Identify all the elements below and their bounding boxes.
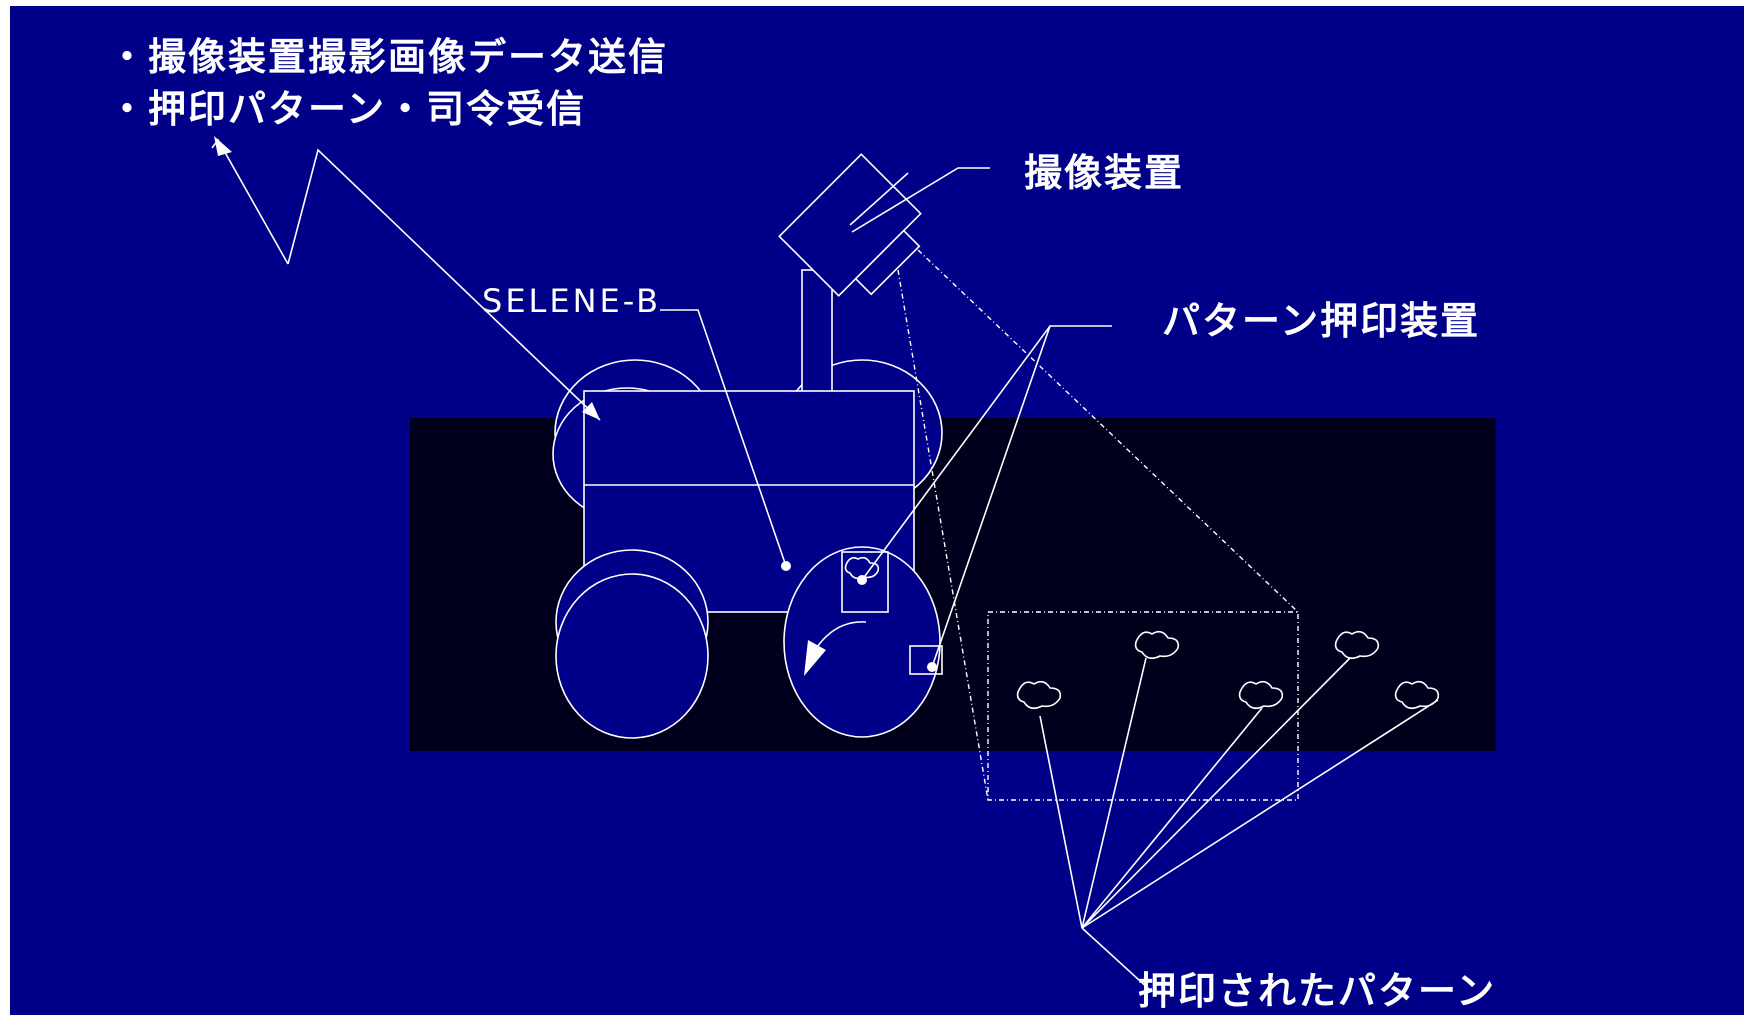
comm-label-line2: ・押印パターン・司令受信 [108,87,586,131]
comm-zigzag [287,148,601,421]
comm-arrow-head [214,136,232,156]
stamper-leader-2 [931,325,1051,668]
stamped-leader-2 [1081,657,1147,929]
stamp-glyph-on-wheel [844,556,880,580]
rotation-arrow-curve [814,621,867,651]
rover [552,153,943,739]
camera-divider [849,172,909,226]
camera-label: 撮像装置 [1024,151,1184,195]
rover-leader [660,309,787,567]
stamped-leader-4 [1081,657,1351,929]
comm-label-line1: ・撮像装置撮影画像データ送信 [108,35,668,79]
stamped-leader-1 [1039,715,1083,929]
stamped-label: 押印されたパターン [1138,969,1496,1013]
front-wheel-left [555,573,709,739]
fov-line-right [917,249,1299,613]
fov-frame [987,611,1299,801]
stamped-patterns [1016,630,1440,710]
camera-leader [851,167,990,233]
stamp-pattern-4 [1334,630,1380,660]
camera-lens [854,229,921,296]
stamped-leader-5 [1081,699,1439,929]
stamp-pattern-2 [1134,630,1180,660]
stamp-pattern-5 [1394,680,1440,710]
stamp-pattern-3 [1238,680,1284,710]
fov-line-left [897,269,989,801]
stamp-pattern-1 [1016,680,1062,710]
rover-label: SELENE-B [482,282,661,320]
rotation-arrow-head [804,640,826,676]
stamper-label: パターン押印装置 [1162,299,1480,343]
stamped-leader-3 [1081,707,1263,929]
stamped-leaders [1039,657,1439,991]
stamper-box-small [909,645,943,675]
stamper-box [841,551,889,613]
comm-arrow-head-body [582,402,600,420]
stamped-leader-to-label [1081,927,1151,991]
